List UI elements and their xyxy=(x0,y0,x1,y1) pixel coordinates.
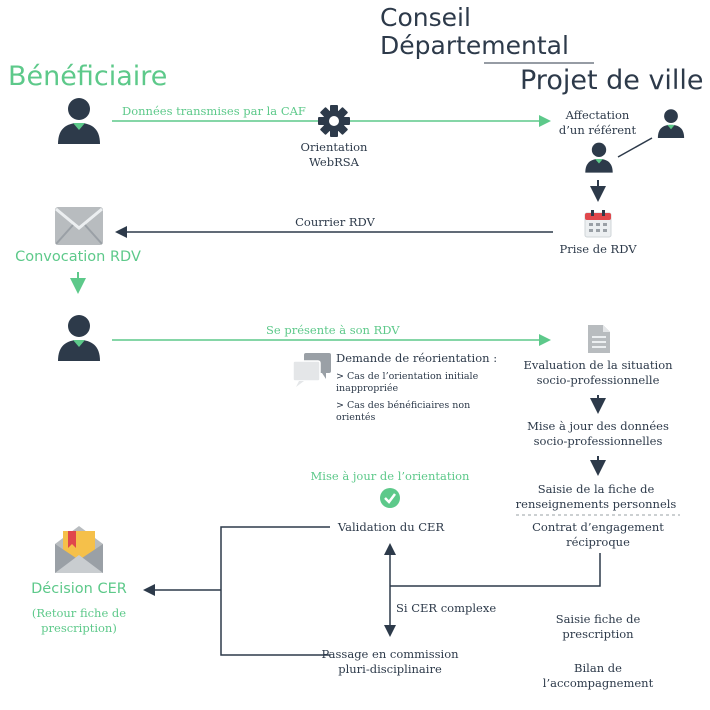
person-icon xyxy=(58,315,100,361)
conseil-title-line2: Départemental xyxy=(380,31,569,60)
label-demande-item2-line1: > Cas des bénéficiaires non xyxy=(336,400,471,411)
label-maj-orientation: Mise à jour de l’orientation xyxy=(310,469,470,483)
label-demande-item1-line2: inappropriée xyxy=(336,383,399,394)
label-contrat-line1: Contrat d’engagement xyxy=(532,520,664,534)
beneficiaire-title: Bénéficiaire xyxy=(8,61,168,92)
conseil-title-line1: Conseil xyxy=(380,3,471,32)
label-saisie-fiche-line1: Saisie de la fiche de xyxy=(537,482,655,496)
label-decision-cer: Décision CER xyxy=(31,581,127,597)
label-demande-reorientation: Demande de réorientation : xyxy=(336,351,498,365)
label-demande-item2-line2: orientés xyxy=(336,412,376,423)
person-icon xyxy=(58,98,100,144)
label-donnees-caf: Données transmises par la CAF xyxy=(122,104,306,118)
label-demande-item1-line1: > Cas de l’orientation initiale xyxy=(336,371,479,382)
label-prise-rdv: Prise de RDV xyxy=(559,242,637,256)
label-retour-line1: (Retour fiche de xyxy=(31,606,127,620)
calendar-icon xyxy=(584,210,612,238)
label-courrier-rdv: Courrier RDV xyxy=(295,215,375,229)
label-bilan-line1: Bilan de xyxy=(574,661,622,675)
label-evaluation-line2: socio-professionnelle xyxy=(536,373,660,387)
label-maj-donnees-line1: Mise à jour des données xyxy=(527,419,669,433)
person-icon xyxy=(585,142,613,173)
label-convocation-rdv: Convocation RDV xyxy=(15,249,141,265)
document-icon xyxy=(588,325,610,353)
label-validation-cer: Validation du CER xyxy=(337,520,445,534)
label-saisie-prescription-line1: Saisie fiche de xyxy=(555,612,641,626)
label-saisie-fiche-line2: renseignements personnels xyxy=(515,497,677,511)
connector-contrat-to-center xyxy=(390,553,601,587)
chat-bubbles-icon xyxy=(292,353,331,387)
label-se-presente: Se présente à son RDV xyxy=(266,323,400,337)
connector-validation-left xyxy=(220,526,330,656)
person-icon xyxy=(657,109,685,138)
label-orientation-line1: Orientation xyxy=(300,140,368,154)
label-contrat-line2: réciproque xyxy=(566,535,630,549)
label-passage-line2: pluri-disciplinaire xyxy=(338,662,442,676)
label-evaluation-line1: Evaluation de la situation xyxy=(523,358,673,372)
label-bilan-line2: l’accompagnement xyxy=(542,676,654,690)
gear-icon xyxy=(318,105,350,137)
connector-referent xyxy=(617,137,653,158)
ribbon-envelope-icon xyxy=(55,526,103,573)
label-maj-donnees-line2: socio-professionnelles xyxy=(533,434,663,448)
envelope-icon xyxy=(55,207,103,245)
label-saisie-prescription-line2: prescription xyxy=(562,627,634,641)
check-circle-icon xyxy=(380,488,400,508)
label-affectation-line2: d’un référent xyxy=(558,123,637,137)
label-retour-line2: prescription) xyxy=(41,621,117,635)
label-passage-line1: Passage en commission xyxy=(321,647,459,661)
label-affectation-line1: Affectation xyxy=(565,108,630,122)
label-orientation-line2: WebRSA xyxy=(309,155,359,169)
projet-de-ville-title: Projet de ville xyxy=(520,65,704,96)
label-si-cer-complexe: Si CER complexe xyxy=(396,601,497,615)
